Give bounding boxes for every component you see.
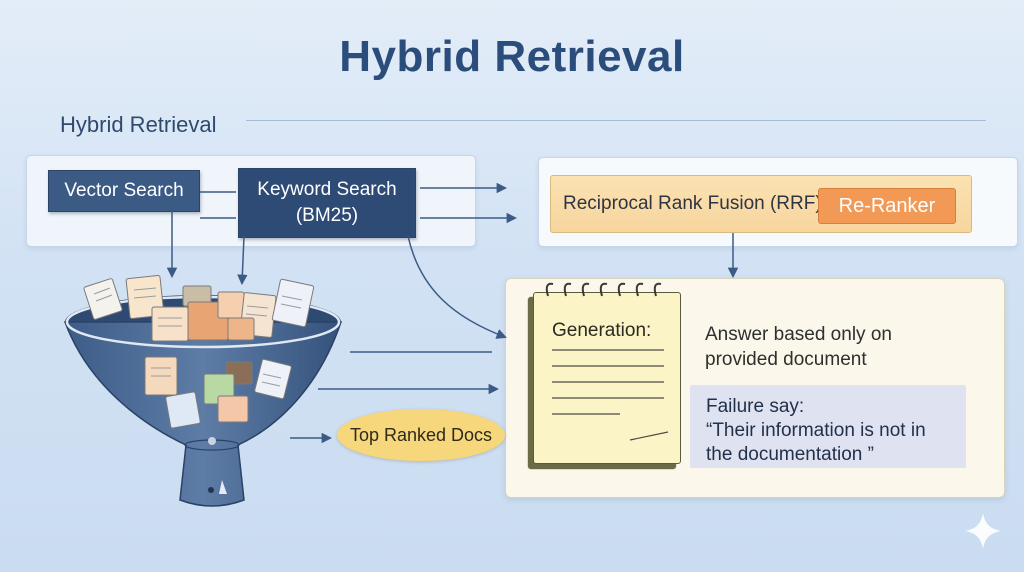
reranker-box[interactable]: Re-Ranker — [818, 188, 956, 224]
section-divider — [246, 120, 986, 121]
documents-group — [83, 275, 315, 429]
failure-line-2: “Their information is not in — [706, 419, 926, 441]
funnel-icon — [63, 295, 343, 507]
section-label: Hybrid Retrieval — [60, 112, 217, 137]
page-title: Hybrid Retrieval — [339, 32, 685, 81]
document-icon — [254, 358, 292, 400]
vector-search-label: Vector Search — [64, 180, 184, 201]
document-icon — [165, 391, 201, 429]
vector-search-box[interactable]: Vector Search — [48, 170, 200, 212]
sparkle-icon — [965, 513, 1001, 549]
failure-line-3: the documentation ” — [706, 443, 874, 465]
document-icon — [239, 292, 277, 338]
keyword-search-label: Keyword Search — [257, 179, 397, 201]
generation-label: Generation: — [552, 320, 652, 341]
document-icon — [225, 361, 253, 385]
document-icon — [203, 373, 235, 405]
document-icon — [217, 395, 249, 423]
answer-text: Answer based only on provided document — [705, 324, 892, 370]
document-icon — [271, 278, 315, 328]
rrf-label: Reciprocal Rank Fusion (RRF) — [563, 193, 822, 214]
document-icon — [151, 306, 189, 342]
notepad-icon — [533, 292, 681, 464]
top-ranked-docs-label: Top Ranked Docs — [349, 424, 493, 445]
document-icon — [227, 317, 255, 341]
document-icon — [217, 291, 245, 319]
keyword-search-sublabel: (BM25) — [295, 205, 359, 226]
document-icon — [182, 285, 212, 307]
reranker-label: Re-Ranker — [838, 194, 936, 217]
document-icon — [125, 275, 165, 319]
document-icon — [187, 301, 229, 341]
document-icon — [144, 356, 178, 396]
failure-text: Failure say: “Their information is not i… — [706, 395, 961, 466]
keyword-search-box[interactable]: Keyword Search (BM25) — [238, 168, 416, 238]
failure-box — [690, 385, 966, 468]
failure-line-1: Failure say: — [706, 396, 805, 417]
document-icon — [83, 278, 123, 320]
arrow-icon — [407, 235, 507, 339]
top-ranked-docs-badge[interactable]: Top Ranked Docs — [337, 409, 505, 461]
